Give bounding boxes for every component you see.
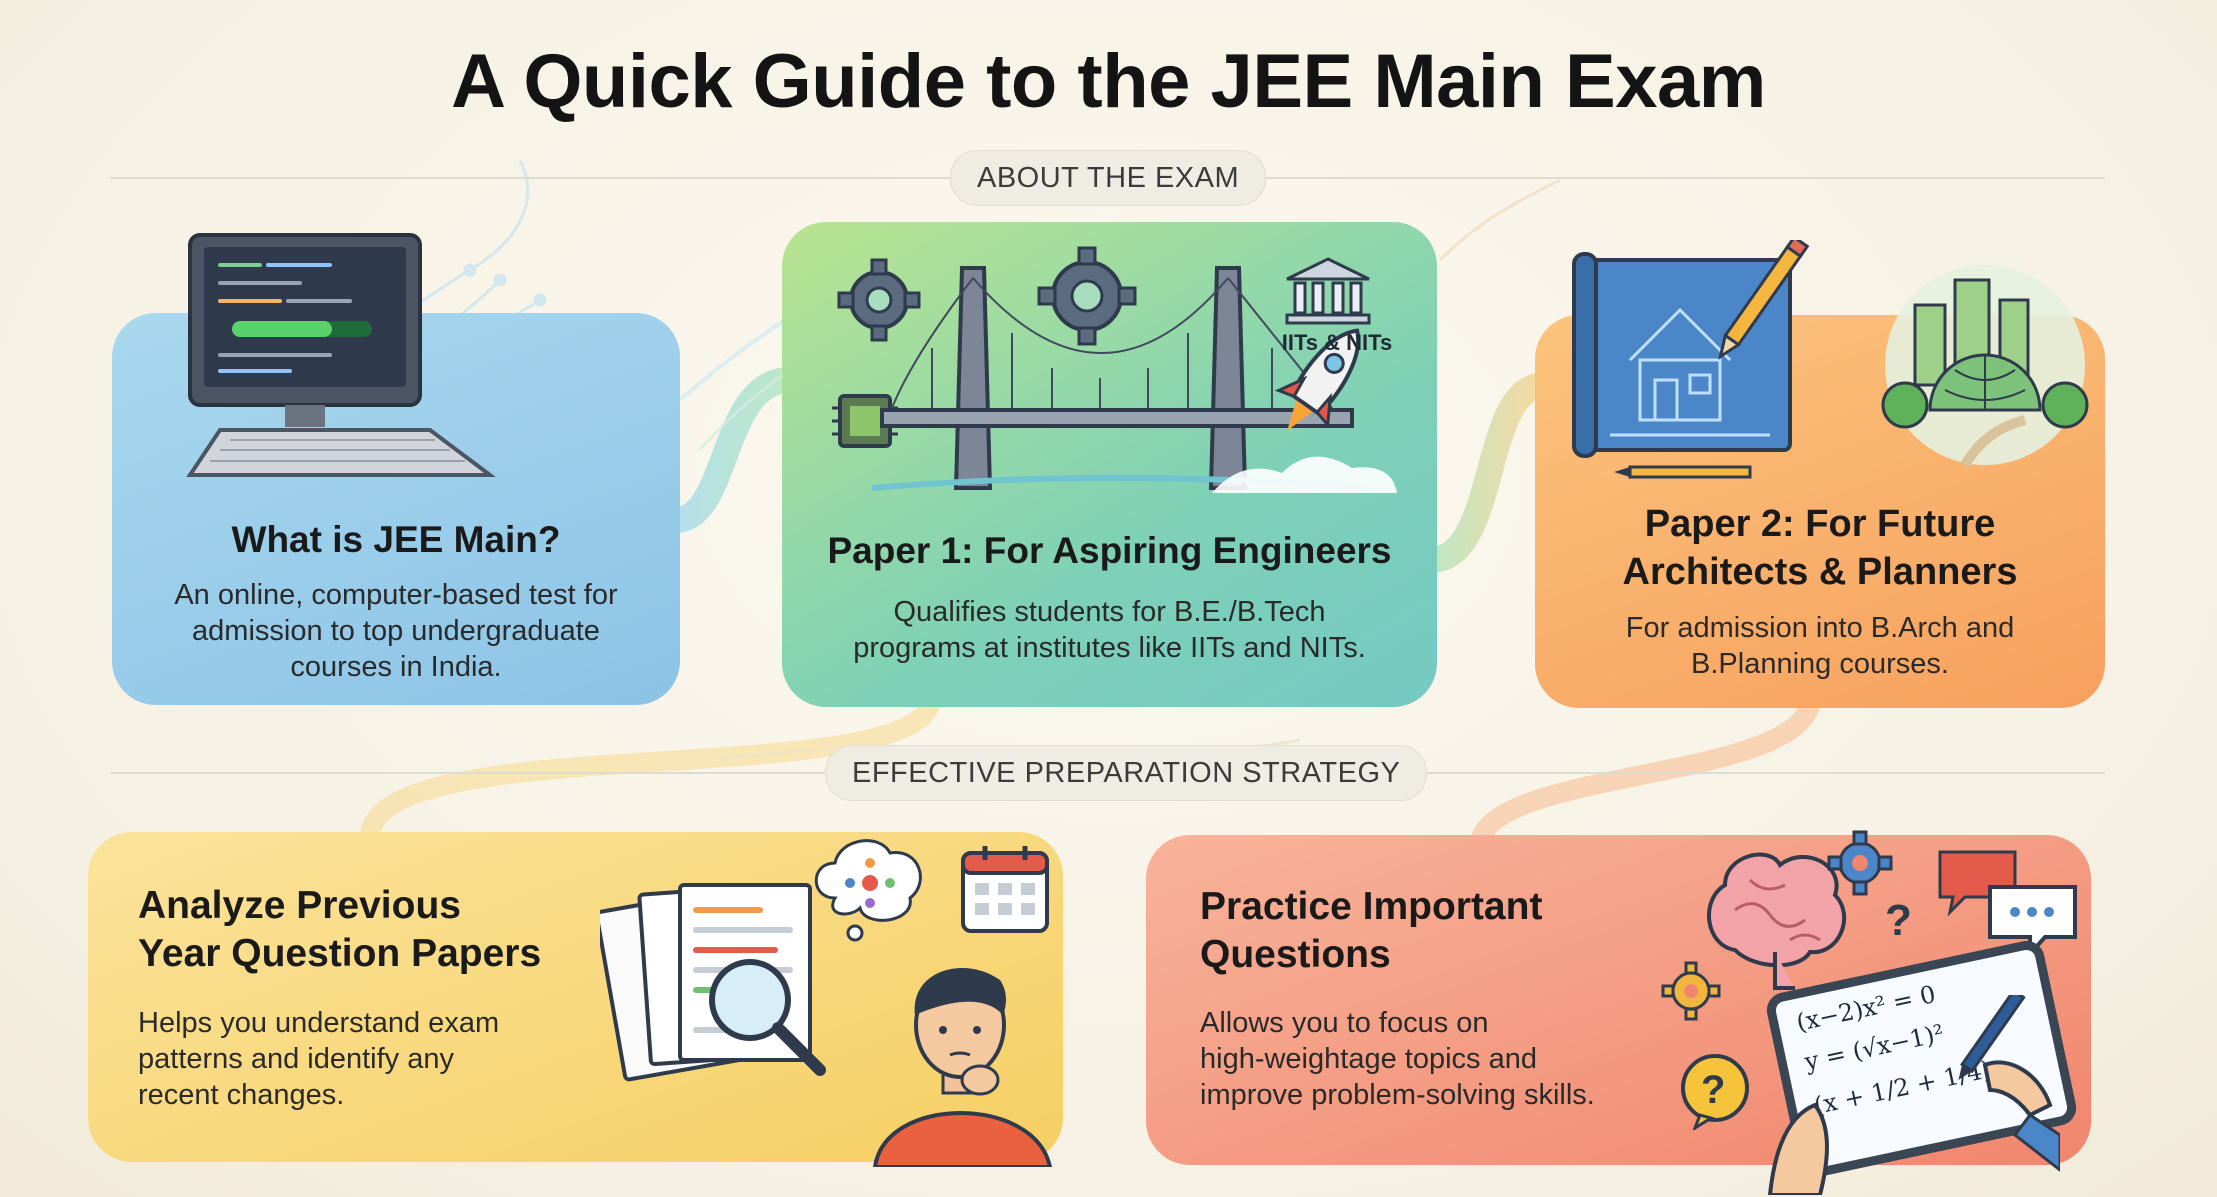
svg-text:?: ? <box>1701 1068 1725 1112</box>
magnifier-icon <box>709 959 826 1076</box>
divider-strategy-left <box>110 772 825 774</box>
connector-1 <box>662 367 803 533</box>
section-about-label: ABOUT THE EXAM <box>950 150 1267 206</box>
calendar-icon <box>961 846 1049 933</box>
question-icon: ? <box>1885 896 1912 945</box>
connector-3 <box>360 695 940 845</box>
bridge-icon <box>832 246 1397 493</box>
card-description-line-2: B.Planning courses. <box>1691 648 1949 680</box>
pencil-icon <box>1718 240 1810 360</box>
computer-icon <box>186 233 496 477</box>
card-heading-line-2: Architects & Planners <box>1622 551 2018 593</box>
gear-icon <box>1661 961 1721 1021</box>
card-description-line-1: Qualifies students for B.E./B.Tech <box>893 596 1326 628</box>
divider-about-right <box>1265 177 2105 179</box>
divider-strategy-right <box>1395 772 2105 774</box>
card-description-line-1: Allows you to focus on <box>1200 1007 1489 1039</box>
divider-about-left <box>110 177 950 179</box>
card-description-line-1: An online, computer-based test for <box>174 579 618 611</box>
card-description-line-2: patterns and identify any <box>138 1043 454 1075</box>
hand-pen-icon <box>1767 995 2060 1195</box>
card-heading-line-1: Practice Important <box>1200 885 1543 928</box>
card-heading-line-2: Questions <box>1200 933 1391 976</box>
gear-icon <box>1037 246 1137 346</box>
papers-icon <box>600 883 826 1082</box>
thought-bubble-icon <box>814 839 922 942</box>
blueprint-icon <box>1572 240 1810 479</box>
rocket-icon <box>1274 328 1361 431</box>
card-description-line-3: recent changes. <box>138 1079 345 1111</box>
connector-2 <box>1417 372 1558 573</box>
card-description-line-2: admission to top undergraduate <box>192 615 600 647</box>
brain-icon <box>1707 852 1846 990</box>
question-icon: ? <box>1681 1054 1749 1130</box>
section-strategy-label: EFFECTIVE PREPARATION STRATEGY <box>825 745 1428 801</box>
chat-bubble-icon <box>1938 850 2077 960</box>
city-dome-icon <box>1881 265 2089 468</box>
card-heading-line-2: Year Question Papers <box>138 932 542 975</box>
card-description-line-3: improve problem-solving skills. <box>1200 1079 1595 1111</box>
chip-icon <box>832 394 898 448</box>
institution-icon <box>1285 257 1371 325</box>
gear-icon <box>1827 830 1893 896</box>
decor-swirl-4 <box>1438 178 1561 262</box>
thinking-person-icon <box>872 967 1053 1167</box>
card-heading: Paper 1: For Aspiring Engineers <box>827 530 1392 571</box>
gear-icon <box>837 258 921 342</box>
connector-4 <box>1470 695 1820 850</box>
card-description-line-1: For admission into B.Arch and <box>1625 612 2015 644</box>
card-description-line-2: high-weightage topics and <box>1200 1043 1537 1075</box>
page-title: A Quick Guide to the JEE Main Exam <box>451 39 1766 124</box>
svg-text:?: ? <box>1885 896 1912 945</box>
card-heading-line-1: Analyze Previous <box>138 884 461 927</box>
card-description-line-3: courses in India. <box>290 651 502 683</box>
card-heading-line-1: Paper 2: For Future <box>1644 503 1996 545</box>
card-description-line-2: programs at institutes like IITs and NIT… <box>853 632 1366 664</box>
card-description-line-1: Helps you understand exam <box>138 1007 500 1039</box>
card-heading: What is JEE Main? <box>231 519 561 560</box>
institution-badge-label: IITs & NITs <box>1281 330 1393 355</box>
